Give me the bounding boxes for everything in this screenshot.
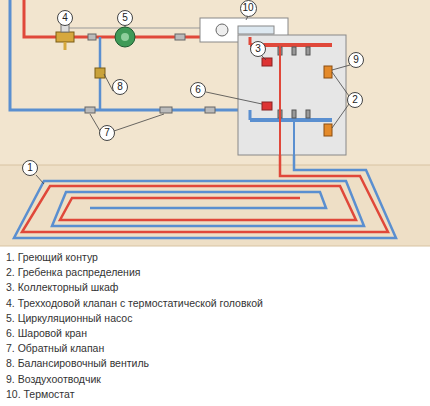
callout-circle: 2 xyxy=(347,92,363,108)
callout-number: 4 xyxy=(62,13,68,23)
callout-circle: 5 xyxy=(117,10,133,26)
callout-number: 1 xyxy=(27,163,33,173)
callout-number: 2 xyxy=(352,95,358,105)
legend-item: 1. Греющий контур xyxy=(6,251,98,264)
callout-number: 6 xyxy=(195,85,201,95)
callout-circle: 6 xyxy=(190,82,206,98)
callout-number: 8 xyxy=(117,82,123,92)
callout-circle: 8 xyxy=(112,79,128,95)
callout-number: 10 xyxy=(242,3,253,13)
legend-item: 5. Циркуляционный насос xyxy=(6,312,132,325)
callout-circle: 3 xyxy=(250,41,266,57)
legend-item: 6. Шаровой кран xyxy=(6,327,87,340)
legend-item: 3. Коллекторный шкаф xyxy=(6,281,118,294)
callout-number: 9 xyxy=(353,55,359,65)
legend-item: 8. Балансировочный вентиль xyxy=(6,357,149,370)
callout-circle: 4 xyxy=(57,10,73,26)
callout-circle: 9 xyxy=(348,52,364,68)
legend-item: 7. Обратный клапан xyxy=(6,342,104,355)
callout-number: 7 xyxy=(104,128,110,138)
legend-item: 10. Термостат xyxy=(6,388,74,401)
callout-number: 3 xyxy=(255,44,261,54)
legend-item: 9. Воздухоотводчик xyxy=(6,373,101,386)
callout-circle: 1 xyxy=(22,160,38,176)
callout-circle: 10 xyxy=(240,0,257,17)
legend-item: 4. Трехходовой клапан с термостатической… xyxy=(6,297,263,310)
legend-item: 2. Гребенка распределения xyxy=(6,266,140,279)
callout-circle: 7 xyxy=(99,125,115,141)
callout-number: 5 xyxy=(122,13,128,23)
